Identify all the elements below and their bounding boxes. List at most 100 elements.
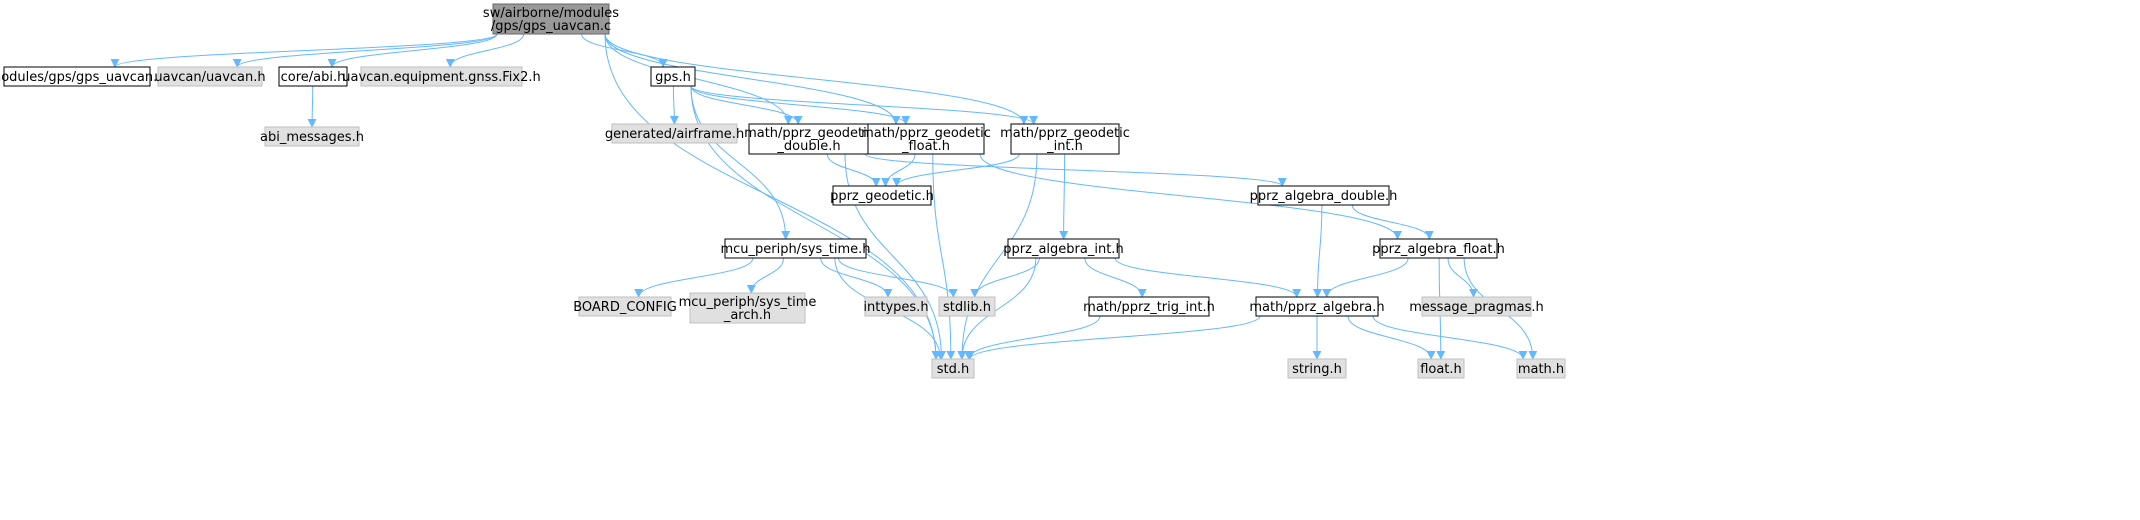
node-label: string.h <box>1292 362 1342 377</box>
node-label: generated/airframe.h <box>605 127 744 142</box>
node-string-h: string.h <box>1287 358 1347 379</box>
node-box <box>1379 238 1498 259</box>
edge-root-to-geo_int_h <box>604 33 1029 125</box>
node-label: math/pprz_trig_int.h <box>1083 300 1215 315</box>
node-box <box>1287 358 1347 379</box>
node-abi-h[interactable]: core/abi.h <box>278 66 348 87</box>
edge-alg_double_h-to-alg_float_h <box>1351 204 1434 240</box>
node-label: math/pprz_geodetic <box>744 126 874 141</box>
edge-root-to-uavcan_h <box>232 33 498 68</box>
node-inttypes-h: inttypes.h <box>863 296 929 317</box>
node-label: /gps/gps_uavcan.c <box>491 19 611 34</box>
node-board-config: BOARD_CONFIG <box>573 296 677 317</box>
node-alg-int-h[interactable]: pprz_algebra_int.h <box>1003 238 1124 259</box>
node-label: pprz_geodetic.h <box>830 189 934 204</box>
node-label: gps.h <box>655 70 691 85</box>
node-label: _float.h <box>901 139 950 154</box>
edge-gps_h-to-geo_int_h <box>690 85 1038 125</box>
node-box <box>931 358 975 379</box>
node-stdlib-h: stdlib.h <box>938 296 996 317</box>
edge-alg_int_h-to-stdlib_h <box>970 257 1040 298</box>
node-geo-int-h[interactable]: math/pprz_geodetic_int.h <box>1000 123 1130 155</box>
edge-alg_int_h-to-pprz_algebra_h <box>1114 257 1302 298</box>
node-gps-h[interactable]: gps.h <box>650 66 696 87</box>
node-label: _double.h <box>776 139 840 154</box>
edge-trig_int_h-to-std_h <box>964 315 1101 360</box>
node-sys-time-h[interactable]: mcu_periph/sys_time.h <box>720 238 871 259</box>
edge-geo_float_h-to-std_h <box>932 153 956 360</box>
edge-alg_float_h-to-pprz_algebra_h <box>1322 257 1409 298</box>
edge-sys_time_h-to-stdlib_h <box>837 257 958 298</box>
node-label: std.h <box>937 362 970 377</box>
edge-geo_float_h-to-geodetic_h <box>881 153 916 187</box>
node-label: sw/airborne/modules <box>483 6 619 21</box>
node-box <box>1010 123 1120 155</box>
node-label: BOARD_CONFIG <box>573 300 677 315</box>
edge-gps_h-to-airframe_h <box>669 85 679 125</box>
node-pprz-algebra-h[interactable]: math/pprz_algebra.h <box>1249 296 1385 317</box>
node-math-h: math.h <box>1516 358 1566 379</box>
edge-alg_int_h-to-trig_int_h <box>1084 257 1147 298</box>
node-label: uavcan.equipment.gnss.Fix2.h <box>342 70 541 85</box>
edge-pprz_algebra_h-to-float_h <box>1347 315 1436 360</box>
node-box <box>1257 185 1390 206</box>
edge-gps_h-to-sys_time_h <box>690 85 791 240</box>
edge-geo_double_h-to-alg_double_h <box>864 153 1287 187</box>
node-alg-float-h[interactable]: pprz_algebra_float.h <box>1372 238 1505 259</box>
node-root: sw/airborne/modules/gps/gps_uavcan.c <box>483 3 619 35</box>
node-geodetic-h[interactable]: pprz_geodetic.h <box>830 185 934 206</box>
node-label: _arch.h <box>723 308 771 323</box>
node-label: message_pragmas.h <box>1409 300 1544 315</box>
edge-gps_h-to-geo_double_h <box>690 85 803 125</box>
edge-root-to-geo_double_h <box>604 33 793 125</box>
node-box <box>578 296 672 317</box>
node-std-h: std.h <box>931 358 975 379</box>
edge-sys_time_h-to-inttypes_h <box>820 257 893 298</box>
edge-gps_h-to-geo_float_h <box>690 85 911 125</box>
node-box <box>492 3 610 35</box>
node-box <box>748 123 870 155</box>
node-box <box>1516 358 1566 379</box>
edge-root-to-gps_h <box>581 33 668 68</box>
node-label: float.h <box>1420 362 1462 377</box>
node-box <box>278 66 348 87</box>
node-label: inttypes.h <box>863 300 928 315</box>
node-label: math/pprz_geodetic <box>861 126 991 141</box>
node-fix2-h: uavcan.equipment.gnss.Fix2.h <box>342 66 541 87</box>
node-box <box>938 296 996 317</box>
node-box <box>1255 296 1379 317</box>
node-geo-double-h[interactable]: math/pprz_geodetic_double.h <box>744 123 874 155</box>
edge-alg_float_h-to-msg_pragmas_h <box>1447 257 1478 298</box>
node-msg-pragmas-h: message_pragmas.h <box>1409 296 1544 317</box>
node-box <box>1421 296 1532 317</box>
node-label: mcu_periph/sys_time.h <box>720 242 870 257</box>
node-label: math/pprz_geodetic <box>1000 126 1130 141</box>
node-label: pprz_algebra_double.h <box>1250 189 1398 204</box>
edge-geo_int_h-to-std_h <box>957 153 1038 360</box>
node-label: abi_messages.h <box>260 130 364 145</box>
edge-geo_int_h-to-geodetic_h <box>892 153 1020 187</box>
node-label: core/abi.h <box>281 70 346 85</box>
edge-root-to-geo_float_h <box>604 33 901 125</box>
nodes-layer: sw/airborne/modules/gps/gps_uavcan.cmodu… <box>0 3 1566 379</box>
node-box <box>864 296 928 317</box>
node-label: mcu_periph/sys_time <box>679 295 817 310</box>
node-float-h: float.h <box>1417 358 1465 379</box>
edge-pprz_algebra_h-to-std_h <box>965 315 1261 360</box>
node-geo-float-h[interactable]: math/pprz_geodetic_float.h <box>861 123 991 155</box>
node-label: _int.h <box>1046 139 1083 154</box>
node-trig-int-h[interactable]: math/pprz_trig_int.h <box>1083 296 1215 317</box>
edges-layer <box>110 33 1538 360</box>
edge-alg_int_h-to-std_h <box>957 257 1037 360</box>
node-label: stdlib.h <box>943 300 991 315</box>
edge-sys_time_h-to-sys_time_arch_h <box>746 257 784 294</box>
node-gps-uavcan-h[interactable]: modules/gps/gps_uavcan.h <box>0 66 165 87</box>
node-box <box>832 185 932 206</box>
node-alg-double-h[interactable]: pprz_algebra_double.h <box>1250 185 1398 206</box>
node-box <box>1417 358 1465 379</box>
node-box <box>157 66 263 87</box>
edge-pprz_algebra_h-to-math_h <box>1372 315 1528 360</box>
edge-alg_double_h-to-pprz_algebra_h <box>1313 204 1323 298</box>
edge-sys_time_h-to-board_config <box>634 257 754 298</box>
node-label: modules/gps/gps_uavcan.h <box>0 70 165 85</box>
